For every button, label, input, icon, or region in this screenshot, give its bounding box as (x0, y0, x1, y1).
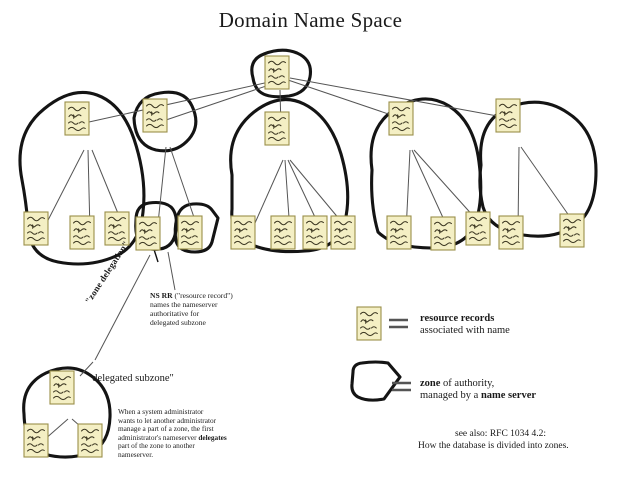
card-fourth-child-3[interactable] (465, 211, 491, 246)
footer-see-also-line2: How the database is divided into zones. (418, 441, 569, 451)
footer-see-also: see also: RFC 1034 4.2: (455, 429, 547, 439)
annotation-ns-rr: NS RR ("resource record") names the name… (150, 291, 233, 328)
legend-zone-blob-icon (350, 360, 402, 402)
leader-ns-rr (167, 251, 176, 291)
legend-rr-bold: resource records (420, 313, 495, 324)
legend-equals-1 (389, 318, 408, 329)
card-bottomleft-child-2[interactable] (77, 423, 103, 458)
card-fifth-child-1[interactable] (498, 215, 524, 250)
legend-label-resource-records: resource records associated with name (420, 313, 510, 338)
legend-zone-bold: zone (420, 378, 441, 389)
card-deleg-parent[interactable] (142, 98, 168, 133)
leader-zone-delegation (94, 254, 151, 361)
card-fourth-parent[interactable] (388, 101, 414, 136)
card-middle-child-1[interactable] (230, 215, 256, 250)
card-middle-child-4[interactable] (330, 215, 356, 250)
annotation-delegated-subzone: "delegated subzone" (88, 373, 174, 384)
paragraph-part-a: When a system administrator wants to let… (118, 407, 217, 442)
leader-delegated-subzone (79, 361, 94, 377)
card-root[interactable] (264, 55, 290, 90)
card-left-parent[interactable] (64, 101, 90, 136)
link-mid-c1 (250, 159, 284, 233)
card-fourth-child-1[interactable] (386, 215, 412, 250)
card-bottomleft-child-1[interactable] (23, 423, 49, 458)
card-delegated-subzone[interactable] (135, 216, 161, 251)
page-title: Domain Name Space (218, 8, 403, 32)
zone-outline-root (250, 48, 313, 99)
legend-rr-rest: associated with name (420, 325, 510, 337)
legend-equals-2 (392, 381, 411, 392)
zone-outline-deleg-parent (132, 90, 198, 153)
link-root-fifth (289, 77, 520, 121)
annotation-paragraph: When a system administrator wants to let… (118, 407, 227, 460)
card-fourth-child-2[interactable] (430, 216, 456, 251)
legend-nameserver-bold: name server (480, 390, 537, 402)
annotation-ns-rr-rest: ("resource record") names the nameserver… (150, 291, 233, 327)
card-middle-child-3[interactable] (302, 215, 328, 250)
link-left-c1 (43, 149, 85, 229)
annotation-ns-rr-bold: NS RR (150, 291, 173, 300)
card-fifth-parent[interactable] (495, 98, 521, 133)
legend-label-zone: zone of authority, managed by a name ser… (420, 378, 536, 403)
paragraph-delegates-bold: delegates (198, 432, 227, 442)
link-root-left (88, 79, 279, 123)
card-small-right[interactable] (177, 215, 203, 250)
card-fifth-child-2[interactable] (559, 213, 585, 248)
legend-zone-mid: of authority, managed by a (420, 378, 495, 402)
card-bottomleft-parent[interactable] (49, 370, 75, 405)
card-middle-parent[interactable] (264, 111, 290, 146)
card-left-child-2[interactable] (69, 215, 95, 250)
paragraph-part-b: part of the zone to another nameserver. (118, 441, 195, 460)
link-root-deleg (165, 81, 279, 121)
card-middle-child-2[interactable] (270, 215, 296, 250)
zone-outline-small-right (173, 202, 220, 254)
card-left-child-1[interactable] (23, 211, 49, 246)
legend-card-icon (356, 306, 382, 341)
